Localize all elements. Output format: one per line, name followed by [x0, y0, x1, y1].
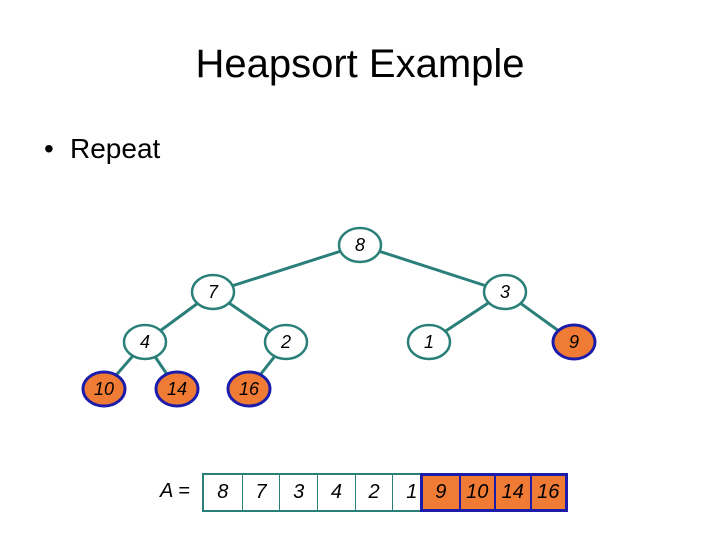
- tree-node-n7: 9: [551, 323, 597, 361]
- array-sorted-cell: 14: [494, 476, 530, 509]
- tree-node-circle: [190, 273, 236, 311]
- tree-node-circle: [406, 323, 452, 361]
- array-sorted-cell: 10: [458, 476, 495, 509]
- tree-node-label: 7: [208, 282, 219, 302]
- tree-node-label: 3: [500, 282, 510, 302]
- tree-nodes: 8 7 3 4 2 1 9 10 14 16: [81, 226, 597, 408]
- tree-node-circle: [81, 370, 127, 408]
- tree-node-n5: 2: [263, 323, 309, 361]
- tree-node-circle: [337, 226, 383, 264]
- tree-node-n8: 10: [81, 370, 127, 408]
- bullet-text: Repeat: [70, 133, 161, 164]
- tree-node-label: 14: [167, 379, 187, 399]
- bullet-item: • Repeat: [44, 133, 160, 165]
- tree-edge-n1-n2: [212, 243, 361, 294]
- tree-node-n2: 7: [190, 273, 236, 311]
- slide-title: Heapsort Example: [195, 42, 525, 86]
- tree-edges: [102, 243, 575, 390]
- tree-node-label: 10: [94, 379, 114, 399]
- array-unsorted-cell: 3: [279, 475, 317, 510]
- array-unsorted-cell: 8: [217, 481, 229, 503]
- array-unsorted-cell: 2: [354, 475, 393, 510]
- tree-node-label: 2: [280, 332, 291, 352]
- tree-node-n6: 1: [406, 323, 452, 361]
- tree-node-circle: [226, 370, 272, 408]
- tree-node-circle: [551, 323, 597, 361]
- tree-node-label: 8: [355, 235, 365, 255]
- array-sorted-cell: 16: [529, 476, 566, 509]
- tree-node-n4: 4: [122, 323, 168, 361]
- tree-edge-n1-n3: [359, 243, 506, 294]
- array-unsorted-cell: 4: [317, 475, 355, 510]
- tree-node-label: 16: [239, 379, 260, 399]
- array-sorted-cell: 9: [435, 481, 447, 503]
- tree-node-circle: [482, 273, 528, 311]
- array-unsorted-cell: 1: [392, 475, 430, 510]
- tree-node-circle: [122, 323, 168, 361]
- tree-node-circle: [154, 370, 200, 408]
- bullet-dot: •: [44, 133, 54, 164]
- tree-node-circle: [263, 323, 309, 361]
- tree-node-n1: 8: [337, 226, 383, 264]
- array-label: A =: [160, 480, 190, 502]
- tree-node-label: 9: [569, 332, 579, 352]
- tree-node-n10: 16: [226, 370, 272, 408]
- tree-node-n3: 3: [482, 273, 528, 311]
- array-unsorted-cell: 7: [241, 475, 280, 510]
- tree-node-label: 1: [424, 332, 434, 352]
- tree-node-n9: 14: [154, 370, 200, 408]
- tree-node-label: 4: [140, 332, 150, 352]
